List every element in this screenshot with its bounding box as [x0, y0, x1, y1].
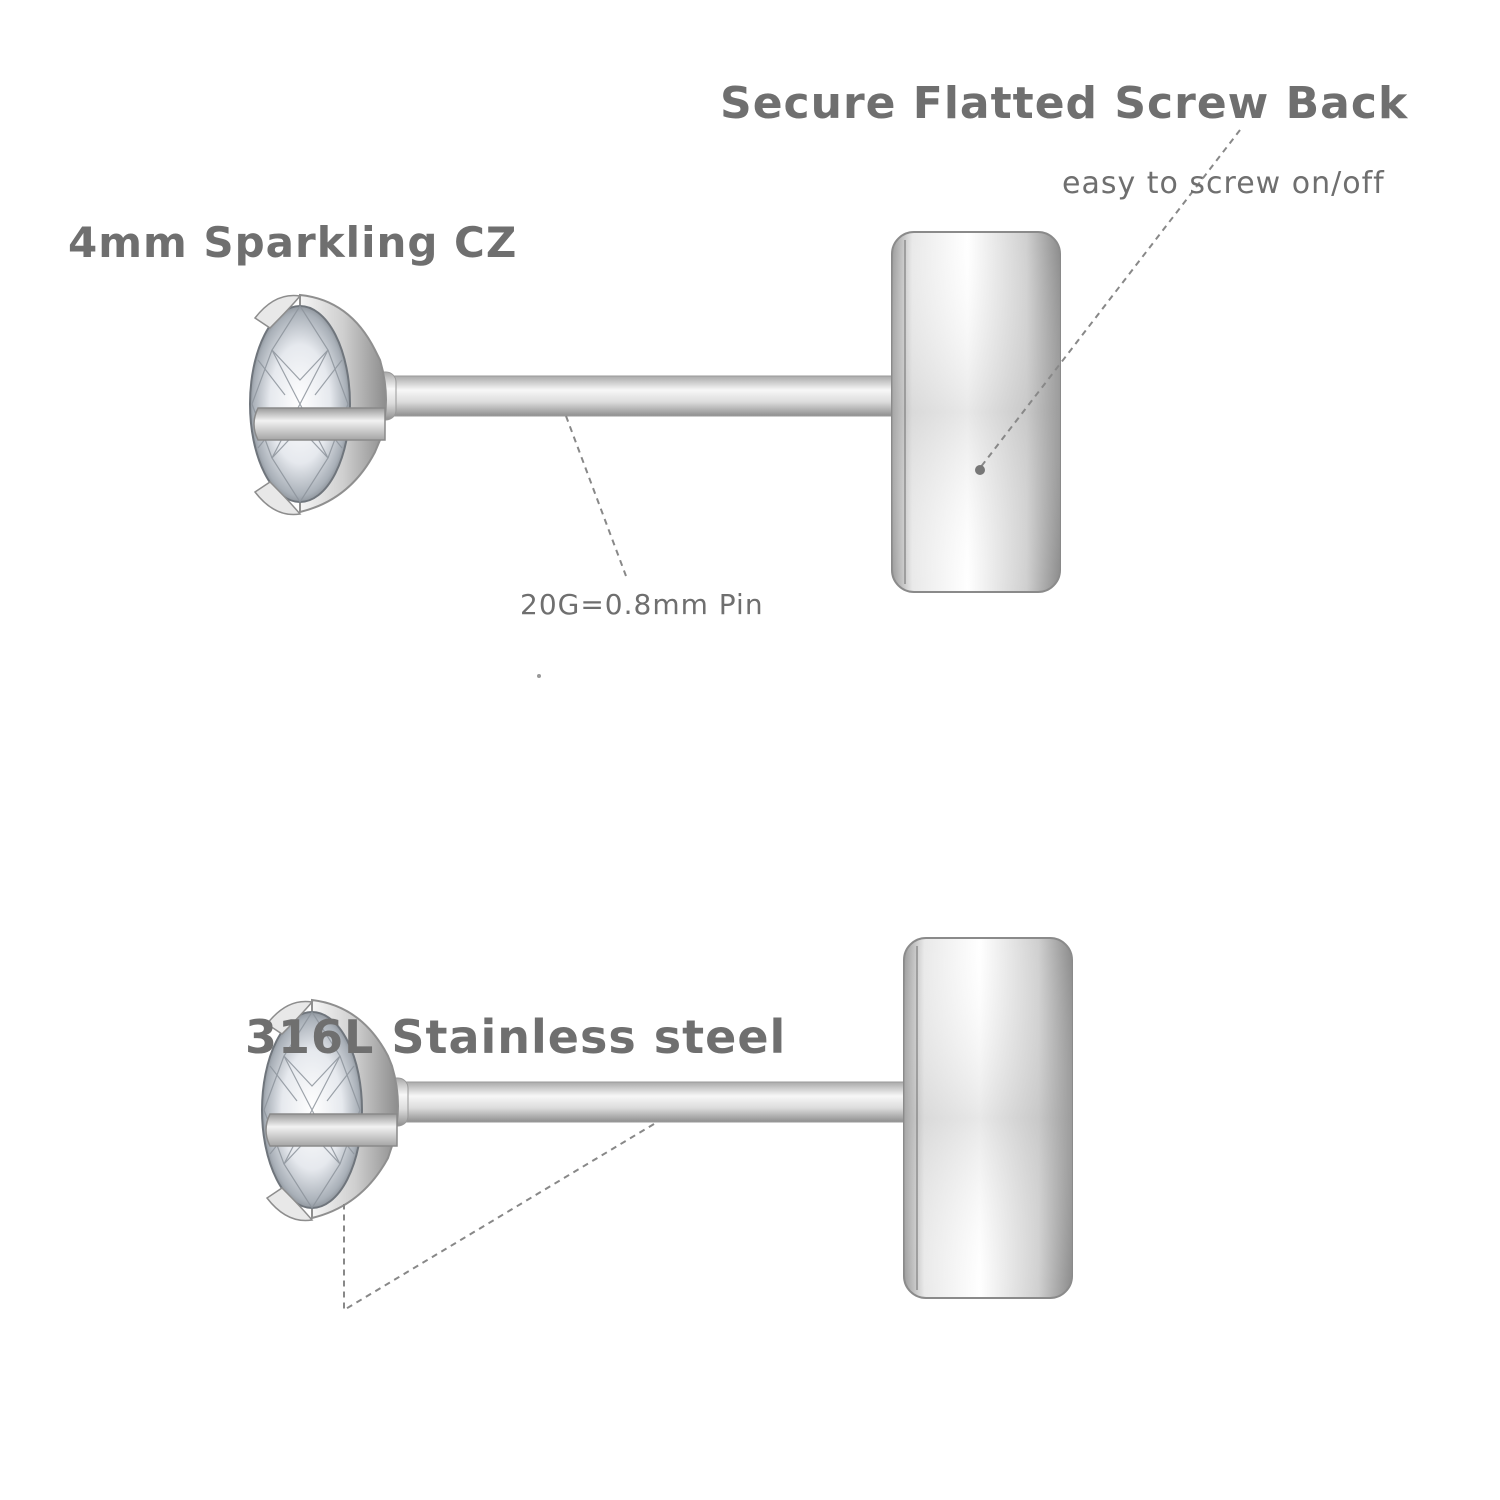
earring-top — [249, 231, 1061, 593]
leader-material — [343, 1123, 655, 1312]
leader-pin — [565, 415, 627, 577]
label-pin: 20G=0.8mm Pin — [520, 588, 764, 621]
leader-lines — [343, 129, 1241, 1312]
earring-bottom — [261, 937, 1073, 1299]
prong-top-lower — [253, 481, 302, 516]
label-screw-back: Secure Flatted Screw Back — [720, 78, 1409, 129]
prong-top-upper — [253, 294, 302, 329]
stray-dot — [537, 674, 541, 678]
prong-bottom-upper — [265, 1000, 314, 1035]
label-screw-back-note: easy to screw on/off — [1062, 166, 1385, 201]
leader-dot-screw-back — [975, 465, 985, 475]
label-material: 316L Stainless steel — [245, 1010, 787, 1064]
screw-back-top-shade — [892, 232, 1060, 592]
pin-top — [369, 375, 901, 417]
pin-bottom — [383, 1081, 915, 1123]
setting-band-bottom — [265, 1113, 398, 1147]
setting-band-top — [253, 407, 386, 441]
leader-screw-back — [979, 129, 1241, 469]
screw-back-bottom-shade — [904, 938, 1072, 1298]
prong-bottom-lower — [265, 1187, 314, 1222]
label-stone: 4mm Sparkling CZ — [68, 218, 518, 267]
